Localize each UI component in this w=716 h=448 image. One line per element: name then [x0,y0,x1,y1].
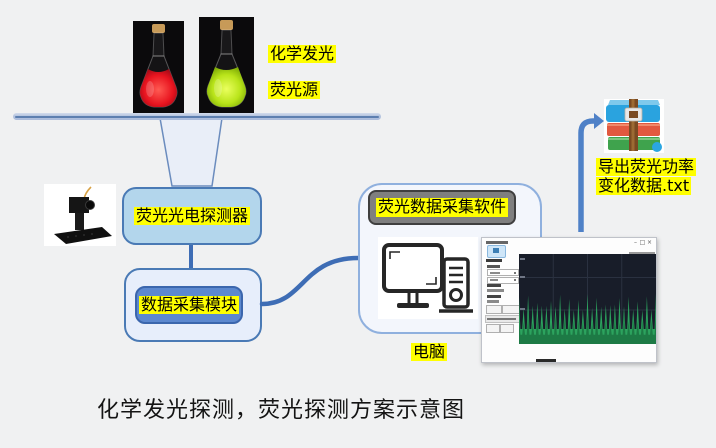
photodetector-device-photo [44,184,116,246]
tool-label-bar [486,259,502,262]
export-arrow [578,113,604,232]
diagram-title: 化学发光探测，荧光探测方案示意图 [97,398,466,423]
rate-dropdown[interactable] [487,276,519,284]
exported-file-panel [604,99,664,153]
window-title-text-bar [486,241,508,244]
computer-icon-panel [378,237,478,319]
maximize-button[interactable]: □ [639,239,646,246]
stop-button[interactable] [502,305,520,314]
fluorescence-waveform [519,254,656,344]
light-funnel-shape [159,117,223,187]
red-luminescent-flask-photo [133,21,184,113]
minimize-button[interactable]: – [634,239,637,246]
clear-button[interactable] [500,324,514,333]
dropdown-value-bar [490,271,500,274]
timestamp-text-bar [629,252,655,255]
close-button[interactable]: × [646,239,653,246]
photodetector-node: 荧光光电探测器 [122,187,262,245]
daq-software-window: – □ × [481,237,657,363]
photodetector-icon [54,186,112,244]
info-text-bar [487,289,504,292]
export-label-line1: 导出荧光功率 [596,157,697,177]
chevron-down-icon [514,279,516,281]
red-flask-icon [139,24,178,108]
desktop-computer-icon [382,243,473,313]
section-label-bar [487,265,500,268]
tool-icon [493,248,499,253]
winrar-archive-icon [606,99,662,152]
photodetector-label: 荧光光电探测器 [133,205,250,226]
waveform-polygon [519,312,656,344]
connect-tool-button[interactable] [487,245,506,258]
daq-module-label: 数据采集模块 [138,294,239,315]
computer-label: 电脑 [411,342,448,362]
info-text-bar [487,300,499,303]
daq-software-node: 荧光数据采集软件 [368,190,516,225]
export-label-line2: 变化数据.txt [596,176,692,196]
save-path-field[interactable] [485,315,521,323]
chemiluminescence-label: 化学发光 [268,44,337,64]
path-text-bar [487,318,516,320]
fluorescence-source-label: 荧光源 [268,80,321,100]
chevron-down-icon [514,271,516,274]
status-text-bar [536,359,556,362]
dropdown-value-bar [490,279,498,281]
daq-module-node: 数据采集模块 [135,286,243,324]
device-dropdown[interactable] [487,269,519,276]
green-flask-icon [206,20,247,108]
daq-software-label: 荧光数据采集软件 [375,197,508,217]
detector-to-daq-connector [189,245,193,268]
daq-to-computer-connector [259,255,361,307]
green-luminescent-flask-photo [199,17,254,113]
table-surface-bar [13,113,381,120]
section-label-bar [487,284,501,287]
export-button[interactable] [486,324,500,333]
start-button[interactable] [486,305,502,314]
section-label-bar [487,295,501,298]
